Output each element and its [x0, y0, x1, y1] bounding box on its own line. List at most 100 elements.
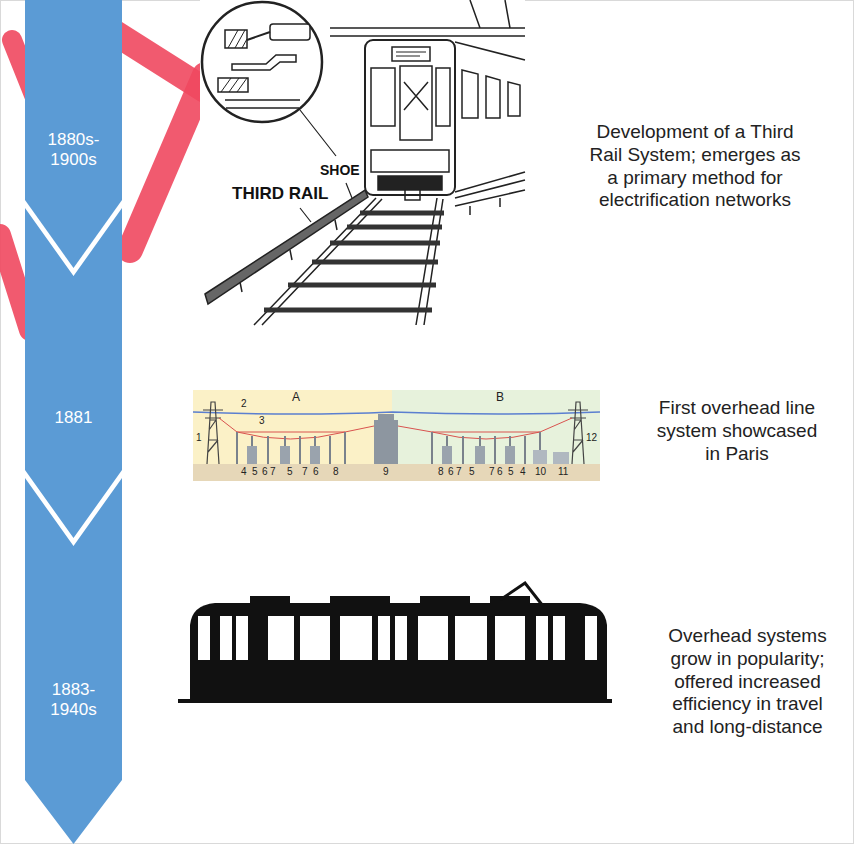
third-rail-illustration-part — [455, 42, 525, 192]
third-rail-illustration-part-part — [264, 308, 432, 313]
section-letter: A — [291, 391, 301, 405]
timeline-chevron: 1883-1940s — [25, 478, 122, 844]
overhead-line-illustration-part-part — [533, 450, 547, 464]
callout-number: 2 — [240, 398, 248, 410]
callout-number: 9 — [382, 466, 390, 478]
tram-silhouette-part — [250, 596, 290, 604]
period-label: 1883-1940s — [34, 680, 114, 720]
tram-silhouette-part-part — [220, 616, 232, 660]
callout-number: 11 — [557, 466, 569, 478]
tram-silhouette-part-part — [378, 616, 390, 660]
pink-stripes-part — [130, 75, 205, 250]
overhead-line-illustration-part — [432, 432, 540, 464]
tram-silhouette-part-part — [395, 616, 407, 660]
third-rail-illustration-part — [365, 40, 455, 195]
overhead-line-illustration-part-part — [442, 446, 452, 464]
overhead-line-illustration-part-part — [378, 414, 394, 420]
callout-number: 1 — [195, 432, 203, 444]
timeline-chevron: 1881 — [25, 208, 122, 538]
tram-silhouette-part-part — [536, 616, 548, 660]
third-rail-illustration-part — [371, 68, 395, 126]
tram-silhouette-part-part — [455, 616, 487, 660]
tram-silhouette-part — [190, 603, 607, 700]
callout-number: 12 — [585, 432, 598, 444]
third-rail-illustration-part — [396, 52, 426, 56]
third-rail-illustration-part — [455, 180, 525, 215]
chevron-shape — [25, 478, 122, 844]
tram-silhouette-part — [330, 596, 390, 604]
tram-silhouette-part-part — [585, 616, 597, 660]
overhead-line-illustration-part — [193, 464, 600, 481]
third-rail-illustration-part — [405, 190, 420, 200]
tram-silhouette-part-part — [418, 616, 448, 660]
part-label: THIRD RAIL — [231, 184, 329, 204]
third-rail-illustration-part — [232, 55, 296, 70]
chevron-text-group: 1883-1940s — [25, 680, 122, 720]
tram-silhouette-part — [500, 583, 543, 606]
callout-number: 5 — [251, 466, 259, 478]
chevron-shape — [25, 208, 122, 538]
overhead-line-illustration-part-part — [310, 446, 320, 464]
tram-silhouette — [178, 583, 612, 703]
overhead-line-illustration-part-part — [280, 446, 290, 464]
callout-number: 7 — [301, 466, 309, 478]
third-rail-illustration-part — [270, 24, 310, 40]
third-rail-illustration-part — [240, 220, 337, 292]
chevron-fill — [25, 0, 122, 268]
overhead-line-illustration-part — [247, 414, 569, 464]
third-rail-illustration-part — [436, 68, 450, 126]
third-rail-illustration-part-part — [312, 260, 438, 265]
overhead-line-illustration-part — [193, 412, 600, 414]
chevron-fill — [25, 208, 122, 538]
callout-number: 4 — [519, 466, 527, 478]
overhead-line-illustration-part-part — [247, 446, 257, 464]
overhead-line-illustration-part-part — [553, 452, 569, 464]
callout-number: 6 — [261, 466, 269, 478]
tram-silhouette-part — [178, 699, 612, 703]
section-letter: B — [495, 391, 505, 405]
period-label: 1880s-1900s — [34, 130, 114, 170]
third-rail-illustration-part — [264, 213, 444, 310]
third-rail-illustration-part-part — [330, 241, 440, 246]
overhead-line-illustration — [193, 390, 600, 481]
third-rail-illustration-part — [202, 2, 322, 122]
tram-silhouette-part-part — [236, 616, 248, 660]
tram-silhouette-part-part — [268, 616, 294, 660]
tram-silhouette-part-part — [553, 616, 565, 660]
chevron-text-group: 1881 — [25, 408, 122, 428]
overhead-line-illustration-part — [237, 432, 345, 464]
third-rail-illustration-part-part — [360, 211, 444, 216]
third-rail-illustration-part — [225, 30, 247, 48]
third-rail-illustration-part — [247, 32, 270, 40]
tram-silhouette-part-part — [300, 616, 330, 660]
callout-number: 7 — [488, 466, 496, 478]
callout-number: 4 — [240, 466, 248, 478]
callout-number: 5 — [507, 466, 515, 478]
event-description: Overhead systems grow in popularity; off… — [660, 625, 835, 739]
third-rail-illustration-part-part — [347, 225, 442, 230]
callout-number: 6 — [447, 466, 455, 478]
callout-number: 5 — [468, 466, 476, 478]
tram-silhouette-part — [490, 596, 530, 604]
third-rail-illustration-part — [378, 176, 442, 190]
chevron-text-group: 1880s-1900s — [25, 130, 122, 170]
third-rail-illustration-part — [205, 190, 368, 304]
event-description: Development of a Third Rail System; emer… — [584, 121, 806, 212]
callout-number: 8 — [437, 466, 445, 478]
third-rail-illustration-part — [392, 47, 430, 61]
event-description: First overhead line system showcased in … — [652, 397, 822, 465]
tram-silhouette-part-part — [340, 616, 372, 660]
third-rail-illustration-part — [404, 82, 428, 110]
third-rail-illustration-part — [200, 0, 525, 325]
tram-silhouette-part — [198, 616, 597, 660]
callout-number: 7 — [269, 466, 277, 478]
callout-number: 6 — [496, 466, 504, 478]
part-label: SHOE — [319, 162, 361, 178]
overhead-line-illustration-part-part — [475, 446, 485, 464]
chevron-fill — [25, 478, 122, 844]
tram-silhouette-part-part — [198, 616, 210, 660]
third-rail-illustration-part — [228, 30, 247, 48]
third-rail-illustration-part — [221, 78, 247, 92]
